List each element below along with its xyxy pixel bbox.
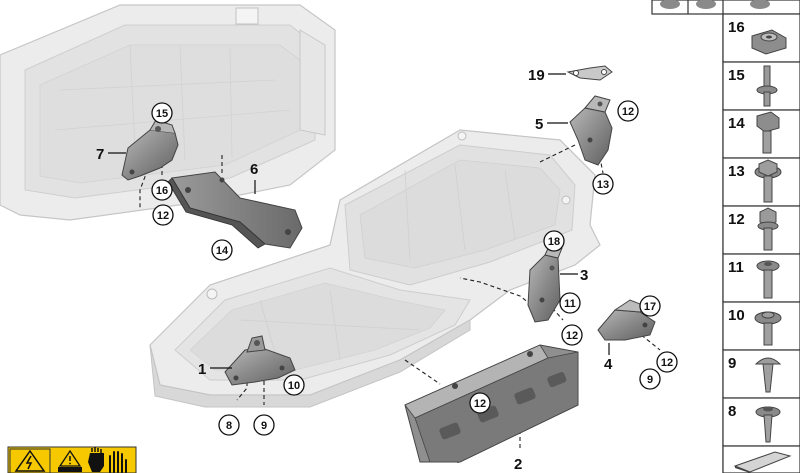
protective-glove-icon [88, 447, 104, 472]
svg-text:13: 13 [597, 179, 609, 191]
svg-text:17: 17 [644, 301, 656, 313]
legend-item-13: 13 [722, 157, 800, 207]
part-label-2: 2 [514, 456, 522, 473]
bracket-7 [121, 119, 179, 181]
svg-text:10: 10 [288, 380, 300, 392]
warning-label [7, 446, 137, 473]
svg-text:3: 3 [580, 267, 588, 284]
svg-text:4: 4 [604, 356, 613, 373]
svg-text:11: 11 [564, 298, 576, 310]
collar-bolt-icon [756, 260, 780, 299]
washer-19 [566, 65, 613, 81]
svg-text:9: 9 [647, 374, 653, 386]
svg-text:16: 16 [728, 19, 745, 36]
svg-text:11: 11 [728, 259, 744, 276]
svg-text:2: 2 [514, 456, 522, 473]
shim-plate-icon [733, 451, 792, 473]
battery-symbol-icon [58, 467, 82, 472]
callout-17: 17 [639, 295, 661, 317]
washer-screw-icon [755, 406, 781, 443]
svg-text:15: 15 [156, 108, 168, 120]
svg-text:12: 12 [661, 357, 673, 369]
legend-item-12: 12 [722, 205, 800, 255]
svg-text:5: 5 [535, 116, 543, 133]
hand-symbol-icon [109, 451, 127, 473]
svg-text:1: 1 [198, 361, 206, 378]
svg-text:15: 15 [728, 67, 745, 84]
legend-item-partial [722, 445, 800, 473]
svg-text:12: 12 [622, 106, 634, 118]
fastener-legend: 16 15 14 [651, 0, 800, 473]
svg-text:16: 16 [156, 185, 168, 197]
callout-15: 15 [151, 102, 173, 124]
electrical-hazard-icon [14, 449, 46, 472]
svg-text:14: 14 [216, 245, 229, 257]
bracket-1 [224, 335, 296, 386]
svg-text:8: 8 [226, 420, 232, 432]
svg-text:9: 9 [728, 355, 736, 372]
callout-9-b: 9 [253, 414, 275, 436]
callout-12-e: 12 [469, 392, 491, 414]
callout-16: 16 [151, 179, 173, 201]
legend-item-14: 14 [722, 109, 800, 159]
svg-text:14: 14 [728, 115, 745, 132]
hex-bolt-icon [756, 111, 780, 154]
callout-18: 18 [543, 230, 565, 252]
callout-12-b: 12 [617, 100, 639, 122]
part-label-5: 5 [535, 116, 568, 133]
callout-9-a: 9 [639, 368, 661, 390]
plate-6 [167, 171, 303, 249]
legend-item-8: 8 [722, 397, 800, 447]
svg-text:12: 12 [157, 210, 169, 222]
part-labels: 7 6 19 5 3 4 1 2 [96, 67, 613, 473]
legend-item-10: 10 [722, 301, 800, 351]
svg-text:12: 12 [566, 330, 578, 342]
svg-text:7: 7 [96, 146, 104, 163]
svg-text:6: 6 [250, 161, 258, 178]
part-label-6: 6 [250, 161, 258, 194]
svg-text:8: 8 [728, 403, 736, 420]
legend-item-11: 11 [722, 253, 800, 303]
torx-bolt-icon [757, 207, 779, 251]
svg-text:18: 18 [548, 236, 560, 248]
legend-item-9: 9 [722, 349, 800, 399]
caution-triangle-icon [58, 449, 82, 467]
threaded-stud-icon [756, 65, 778, 107]
callout-10: 10 [283, 374, 305, 396]
callout-11: 11 [559, 292, 581, 314]
part-label-4: 4 [604, 343, 613, 373]
svg-text:13: 13 [728, 163, 745, 180]
callout-12-d: 12 [656, 351, 678, 373]
legend-item-16: 16 [722, 13, 800, 63]
svg-text:12: 12 [474, 398, 486, 410]
legend-item-15: 15 [722, 61, 800, 111]
part-label-19: 19 [528, 67, 566, 84]
callouts: 15 16 12 14 12 13 18 11 12 17 12 9 10 8 … [151, 100, 678, 436]
crossmember-2 [404, 344, 579, 463]
flange-bolt-icon [754, 159, 782, 203]
svg-text:12: 12 [728, 211, 745, 228]
part-label-3: 3 [560, 267, 588, 284]
callout-12-a: 12 [152, 204, 174, 226]
callout-12-c: 12 [561, 324, 583, 346]
clip-nut-icon [751, 29, 787, 55]
svg-text:19: 19 [528, 67, 545, 84]
part-label-7: 7 [96, 146, 126, 163]
svg-text:10: 10 [728, 307, 745, 324]
pan-head-screw-icon [754, 357, 782, 393]
bracket-5 [569, 95, 613, 166]
callout-8: 8 [218, 414, 240, 436]
flange-screw-icon [754, 311, 782, 346]
svg-text:9: 9 [261, 420, 267, 432]
callout-13: 13 [592, 173, 614, 195]
callout-14: 14 [211, 239, 233, 261]
part-label-1: 1 [198, 361, 232, 378]
